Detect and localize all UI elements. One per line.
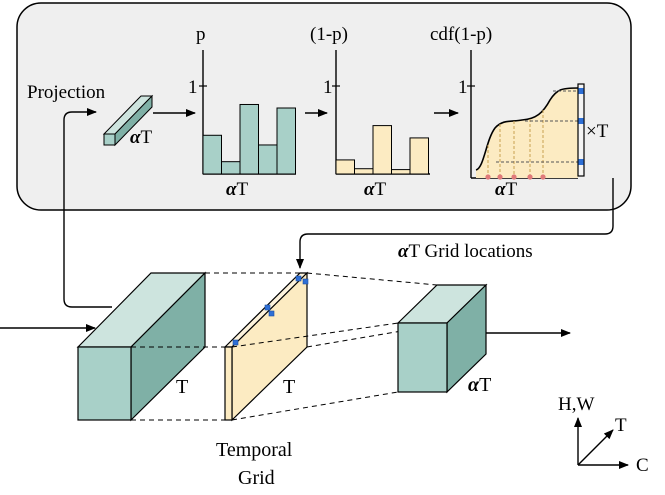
cdf-plot: cdf(1-p) 1 bbox=[430, 24, 585, 200]
axis-t-label: T bbox=[615, 415, 627, 436]
1mp-hist-bar-1 bbox=[335, 159, 355, 175]
cdf-tick-1: 1 bbox=[458, 77, 468, 98]
grid-locations-label: αT Grid locations bbox=[398, 241, 533, 262]
1mp-hist-tick-1: 1 bbox=[323, 77, 333, 98]
axes-legend bbox=[574, 417, 629, 469]
grid-T-label: T bbox=[283, 376, 295, 398]
cdf-area bbox=[476, 88, 578, 178]
cdf-ylabel: cdf(1-p) bbox=[430, 24, 492, 45]
projection-label: Projection bbox=[27, 82, 106, 103]
projection-input-connector bbox=[63, 108, 112, 308]
one-minus-p-histogram: (1-p) 1 αT bbox=[310, 24, 430, 200]
projection-panel bbox=[16, 2, 632, 211]
p-hist-bar-2 bbox=[221, 161, 241, 175]
p-histogram: p 1 αT bbox=[188, 24, 296, 200]
p-hist-bar-5 bbox=[276, 107, 296, 175]
axis-c-label: C bbox=[636, 455, 649, 476]
grid-locations-connector bbox=[296, 178, 614, 269]
p-hist-xlabel: αT bbox=[226, 179, 249, 200]
cdf-curve bbox=[475, 87, 579, 171]
1mp-hist-xlabel: αT bbox=[364, 179, 387, 200]
1mp-hist-bar-3 bbox=[372, 125, 392, 175]
1mp-hist-bar-4 bbox=[391, 169, 411, 175]
1mp-hist-bar-2 bbox=[354, 168, 374, 175]
cdf-xlabel: αT bbox=[495, 179, 518, 200]
p-hist-tick-1: 1 bbox=[188, 77, 198, 98]
p-hist-bars bbox=[202, 103, 296, 175]
p-hist-bar-1 bbox=[202, 134, 222, 175]
1mp-hist-ylabel: (1-p) bbox=[310, 24, 348, 45]
output-alphaT-label: αT bbox=[468, 374, 491, 396]
p-hist-bar-4 bbox=[258, 144, 278, 175]
cdf-sample-bar bbox=[577, 83, 585, 177]
projection-cuboid bbox=[102, 94, 154, 147]
p-hist-ylabel: p bbox=[196, 24, 206, 45]
times-T-label: ×T bbox=[586, 121, 609, 142]
input-T-label: T bbox=[176, 376, 188, 398]
temporal-grid-slab bbox=[223, 271, 309, 422]
1mp-hist-bars bbox=[335, 125, 429, 175]
p-hist-bar-3 bbox=[239, 103, 259, 175]
temporal-grid-caption-line2: Grid bbox=[238, 467, 275, 489]
1mp-hist-bar-5 bbox=[409, 137, 429, 175]
input-grid-links bbox=[131, 272, 300, 421]
output-feature-block bbox=[396, 283, 488, 394]
cuboid-label: αT bbox=[130, 127, 153, 148]
axis-hw-label: H,W bbox=[558, 394, 594, 415]
temporal-grid-caption-line1: Temporal bbox=[216, 439, 293, 461]
